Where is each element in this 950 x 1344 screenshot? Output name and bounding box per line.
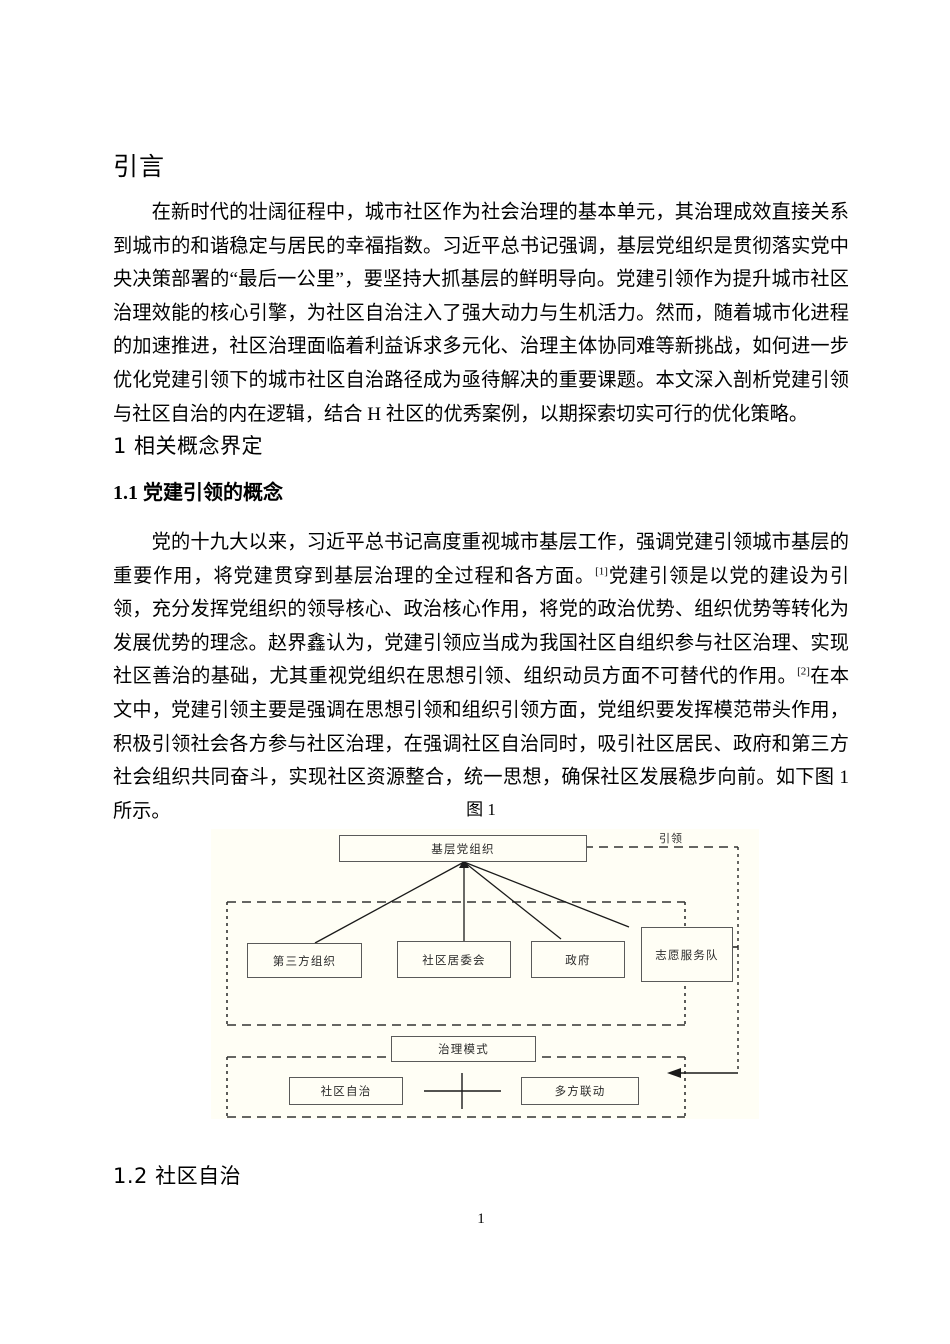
node-multi-party-linkage[interactable]: 多方联动 [521,1077,639,1105]
node-label: 治理模式 [438,1042,489,1056]
edge-label-guidance: 引领 [659,832,683,845]
node-label: 多方联动 [554,1084,606,1098]
plus-connector [424,1073,501,1109]
node-third-party-organization[interactable]: 第三方组织 [247,943,362,978]
heading-1-relevant-concepts: 1 相关概念界定 [113,434,264,458]
figure-1-diagram: 基层党组织 引领 第三方组织 社区居委会 政府 志愿服务队 治理模式 [211,829,759,1119]
citation-reference-1[interactable]: [1] [595,565,608,578]
node-top-party-organization[interactable]: 基层党组织 [339,835,587,862]
node-label: 基层党组织 [431,841,495,856]
node-label: 社区自治 [320,1084,372,1098]
citation-reference-2[interactable]: [2] [797,665,810,678]
body-text-part-1: 党的十九大以来，习近平总书记高度重视城市基层工作，强调党建引领城市基层的重要作用… [113,532,849,587]
arrowhead-to-outcomes [667,1068,681,1078]
body-paragraph-1-1: 党的十九大以来，习近平总书记高度重视城市基层工作，强调党建引领城市基层的重要作用… [113,526,849,828]
heading-1-2-community-self-governance: 1.2 社区自治 [113,1164,242,1188]
hierarchy-lines [314,861,630,944]
node-volunteer-service-team[interactable]: 志愿服务队 [641,927,733,982]
node-label: 第三方组织 [272,953,337,968]
heading-1-1-party-building: 1.1 党建引领的概念 [113,482,283,504]
page-number: 1 [477,1211,485,1227]
node-governance-mode[interactable]: 治理模式 [391,1036,536,1062]
node-community-residents-committee[interactable]: 社区居委会 [397,941,511,978]
intro-paragraph-text: 在新时代的壮阔征程中，城市社区作为社会治理的基本单元，其治理成效直接关系到城市的… [113,202,849,425]
body-text-part-3: 在本文中，党建引领主要是强调在思想引领和组织引领方面，党组织要发挥模范带头作用，… [113,666,850,822]
intro-paragraph: 在新时代的壮阔征程中，城市社区作为社会治理的基本单元，其治理成效直接关系到城市的… [113,196,849,431]
node-community-self-governance[interactable]: 社区自治 [289,1077,403,1105]
page-title: 引言 [113,152,166,181]
node-label: 政府 [565,952,591,967]
node-label: 志愿服务队 [655,947,719,962]
figure-caption: 图 1 [466,800,496,819]
body-text-part-2: 党建引领是以党的建设为引领，充分发挥党组织的领导核心、政治核心作用，将党的政治优… [113,565,850,688]
node-label: 社区居委会 [422,952,486,967]
node-government[interactable]: 政府 [531,941,625,978]
